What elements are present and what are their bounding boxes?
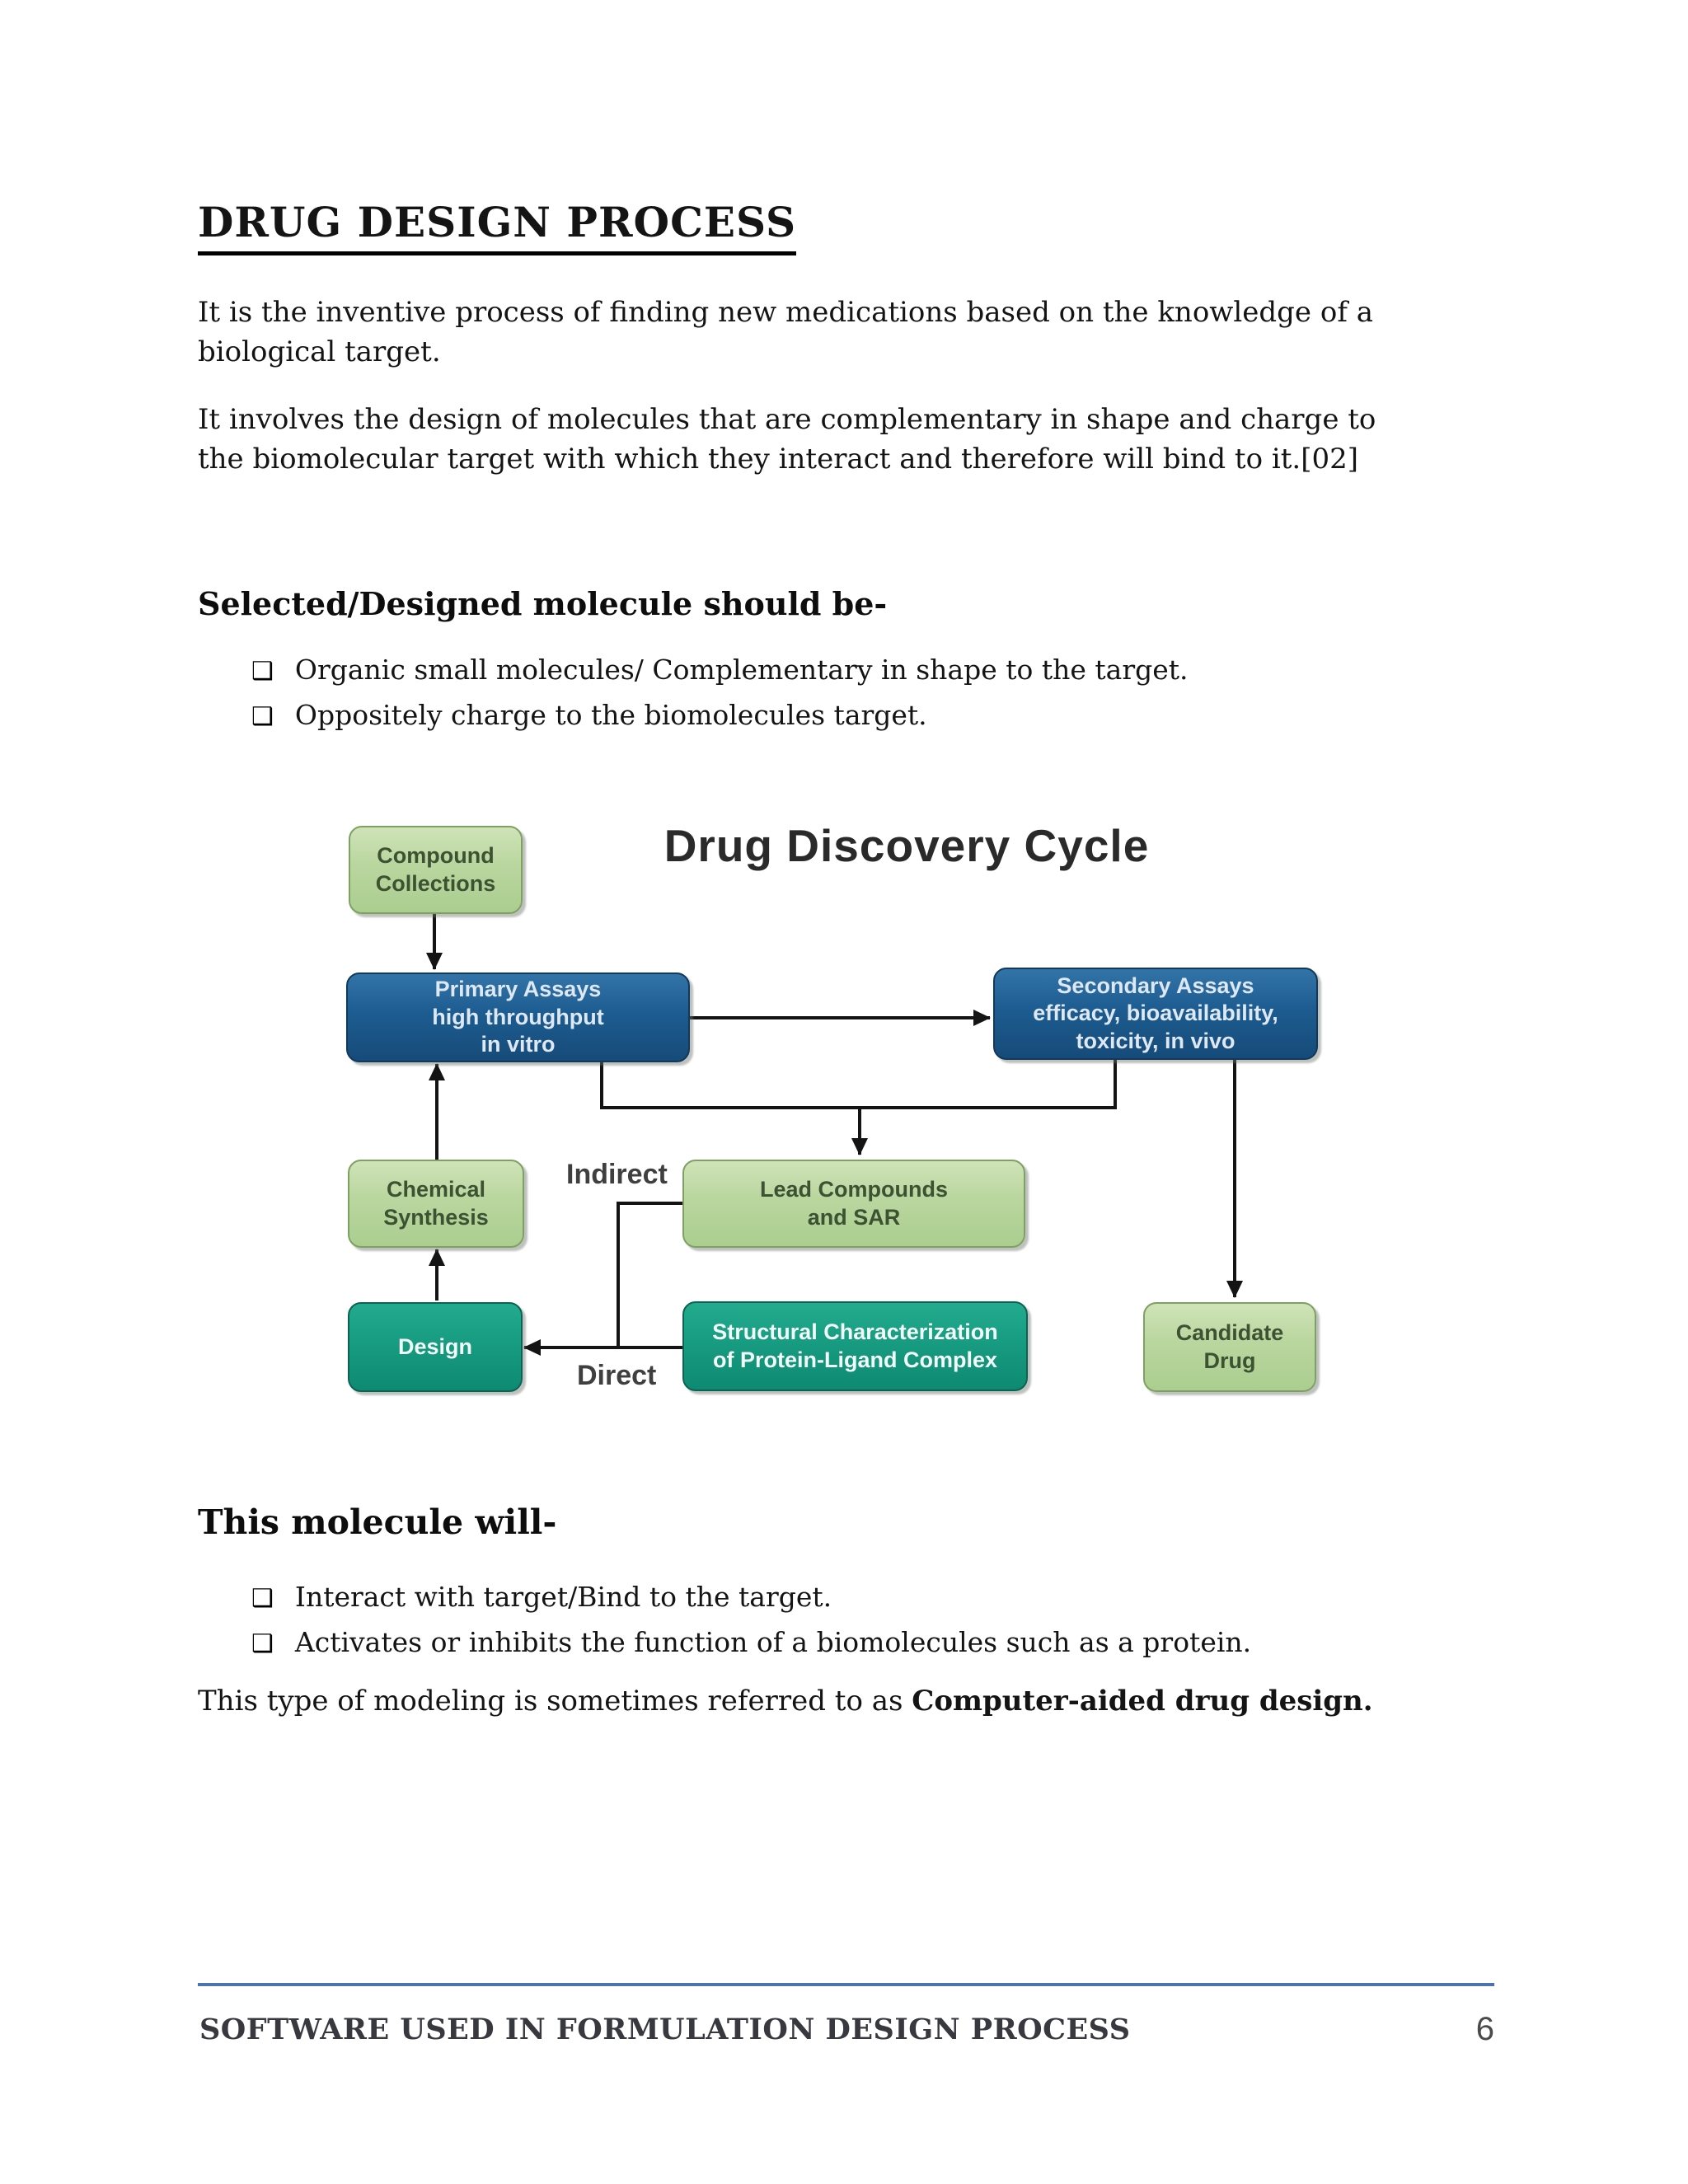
list-item-text: Oppositely charge to the biomolecules ta…: [294, 699, 927, 731]
node-compound-collections: Compound Collections: [349, 826, 523, 914]
list-item-text: Organic small molecules/ Complementary i…: [294, 654, 1189, 686]
node-chemical-synthesis: Chemical Synthesis: [348, 1160, 524, 1248]
list-item: ❑ Interact with target/Bind to the targe…: [251, 1581, 832, 1613]
checkbox-bullet-icon: ❑: [251, 702, 274, 731]
intro-paragraph-1: It is the inventive process of finding n…: [198, 293, 1508, 372]
page-number: 6: [1475, 2011, 1494, 2047]
closing-text: This type of modeling is sometimes refer…: [198, 1685, 912, 1718]
diagram-title: Drug Discovery Cycle: [663, 820, 1150, 871]
section-heading-this-molecule: This molecule will-: [198, 1502, 557, 1542]
node-lead-compounds-sar: Lead Compounds and SAR: [682, 1160, 1025, 1248]
list-item: ❑ Organic small molecules/ Complementary…: [251, 654, 1189, 686]
diagram-arrows: [426, 911, 1243, 1356]
footer-rule: [198, 1983, 1494, 1986]
closing-bold-text: Computer-aided drug design.: [912, 1685, 1373, 1718]
list-item: ❑ Oppositely charge to the biomolecules …: [251, 699, 927, 731]
node-structural-characterization: Structural Characterization of Protein-L…: [682, 1301, 1028, 1391]
node-secondary-assays: Secondary Assays efficacy, bioavailabili…: [993, 968, 1318, 1060]
paragraph-line: It involves the design of molecules that…: [198, 403, 1376, 436]
list-item-text: Interact with target/Bind to the target.: [294, 1581, 832, 1613]
intro-paragraph-2: It involves the design of molecules that…: [198, 400, 1508, 479]
footer-title: SOFTWARE USED IN FORMULATION DESIGN PROC…: [199, 2013, 1131, 2046]
paragraph-line: It is the inventive process of finding n…: [198, 296, 1373, 329]
node-design: Design: [348, 1302, 523, 1392]
page-title: DRUG DESIGN PROCESS: [198, 198, 797, 255]
list-item: ❑ Activates or inhibits the function of …: [251, 1626, 1251, 1658]
section-heading-selected-molecule: Selected/Designed molecule should be-: [198, 585, 888, 622]
node-candidate-drug: Candidate Drug: [1143, 1302, 1316, 1392]
paragraph-line: biological target.: [198, 335, 441, 368]
drug-discovery-cycle-diagram: Drug Discovery Cycle Compound Collection…: [330, 809, 1335, 1404]
paragraph-line: the biomolecular target with which they …: [198, 443, 1358, 476]
edge-label-indirect: Indirect: [566, 1159, 668, 1190]
closing-paragraph: This type of modeling is sometimes refer…: [198, 1685, 1373, 1718]
checkbox-bullet-icon: ❑: [251, 657, 274, 686]
list-item-text: Activates or inhibits the function of a …: [294, 1626, 1252, 1658]
node-primary-assays: Primary Assays high throughput in vitro: [346, 972, 690, 1062]
checkbox-bullet-icon: ❑: [251, 1584, 274, 1613]
checkbox-bullet-icon: ❑: [251, 1629, 274, 1658]
edge-label-direct: Direct: [577, 1360, 657, 1391]
